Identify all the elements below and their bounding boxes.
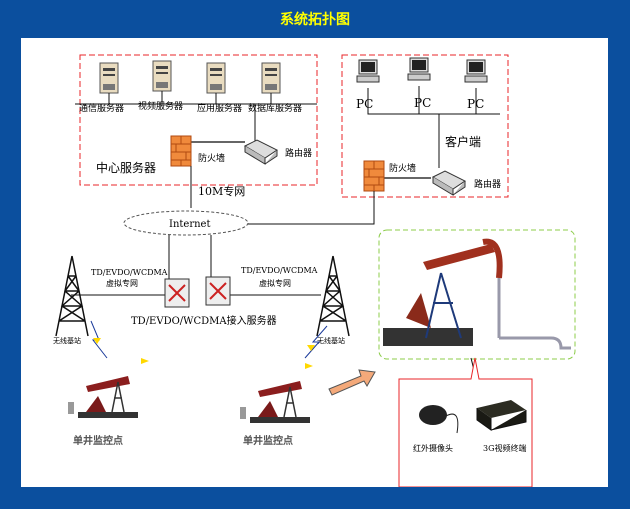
base-station-label: 无线基站 — [317, 336, 345, 345]
vpn-label: 虚拟专网 — [106, 278, 138, 288]
vpn-label: TD/EVDO/WCDMA — [241, 266, 318, 275]
access-switch-icon — [164, 278, 190, 308]
firewall-icon — [363, 160, 385, 192]
server-icon — [206, 62, 226, 104]
terminal-label: 3G视频终端 — [483, 443, 526, 453]
pc-icon — [464, 59, 488, 83]
server-label: 视频服务器 — [138, 100, 183, 112]
internet-label: Internet — [169, 219, 210, 230]
firewall-label: 防火墙 — [389, 162, 416, 174]
access-switch-icon — [205, 276, 231, 306]
pc-icon — [407, 57, 431, 81]
well-detail-group — [378, 229, 576, 360]
firewall-label: 防火墙 — [198, 152, 225, 164]
router-label: 路由器 — [285, 147, 312, 159]
wireless-signal-icon — [304, 325, 328, 359]
client-group-label: 客户端 — [445, 134, 481, 149]
arrow-icon — [328, 369, 376, 396]
firewall-icon — [170, 135, 192, 167]
pump-jack-icon — [239, 380, 311, 424]
vpn-label: 虚拟专网 — [259, 278, 291, 288]
server-label: 通信服务器 — [79, 102, 124, 114]
center-group-label: 中心服务器 — [96, 160, 156, 175]
server-icon — [261, 62, 281, 104]
pc-icon — [356, 59, 380, 83]
server-label: 数据库服务器 — [248, 102, 302, 114]
well-label: 单井监控点 — [73, 434, 123, 447]
internet-cloud — [123, 210, 249, 236]
diagram-title: 系统拓扑图 — [280, 12, 350, 28]
router-icon — [432, 170, 466, 196]
server-icon — [152, 60, 172, 104]
camera-label: 红外摄像头 — [413, 443, 453, 453]
camera-icon — [419, 405, 447, 425]
client-group — [341, 54, 509, 198]
router-label: 路由器 — [474, 178, 501, 190]
tower-icon — [55, 255, 89, 337]
topology-canvas: 通信服务器 视频服务器 应用服务器 数据库服务器 防火墙 路由器 中心服务器 1… — [21, 38, 608, 488]
pc-label: PC — [414, 96, 431, 110]
pc-label: PC — [356, 97, 373, 111]
well-label: 单井监控点 — [243, 434, 293, 447]
base-station-label: 无线基站 — [53, 336, 81, 345]
access-server-label: TD/EVDO/WCDMA接入服务器 — [131, 314, 277, 327]
server-label: 应用服务器 — [197, 102, 242, 114]
terminal-icon — [477, 400, 526, 418]
link-label: 10M专网 — [198, 184, 245, 198]
vpn-label: TD/EVDO/WCDMA — [91, 268, 168, 277]
server-icon — [99, 62, 119, 104]
router-icon — [244, 139, 278, 165]
tower-icon — [316, 255, 350, 337]
center-server-group — [79, 54, 318, 186]
pump-jack-icon — [67, 375, 139, 419]
